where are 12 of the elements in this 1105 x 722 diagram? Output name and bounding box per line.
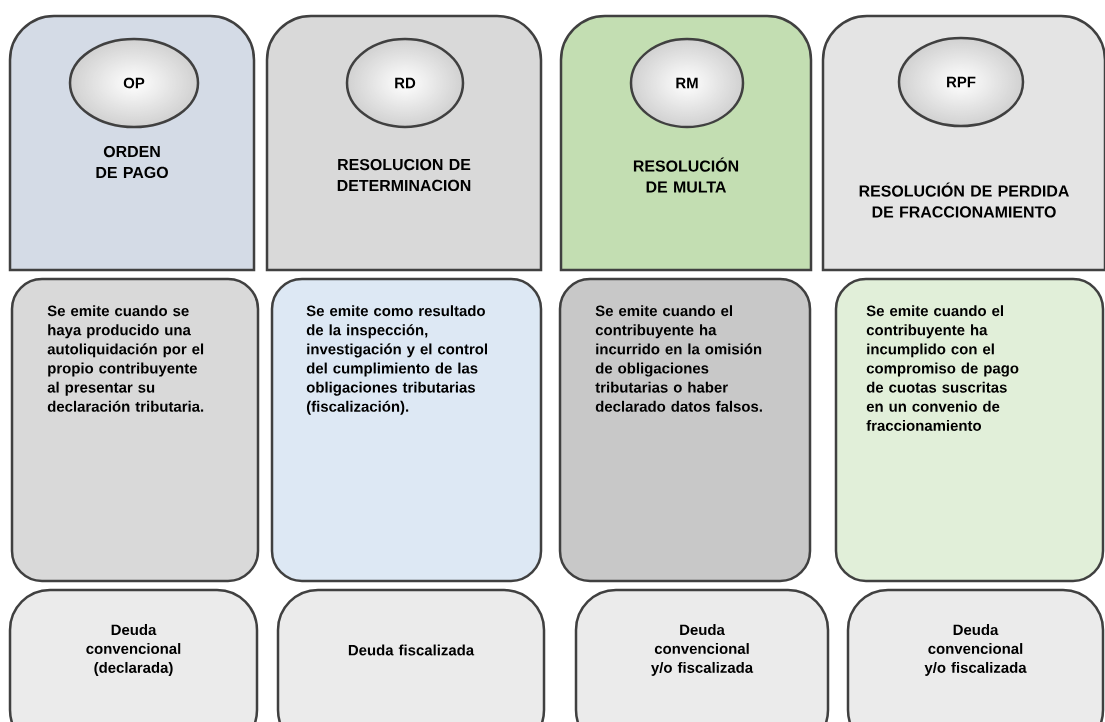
rounded-box: Deuda fiscalizada [276,588,546,722]
ellipse-badge: OP [68,37,200,129]
description-box: Se emite cuando el contribuyente ha incumplido con el compromiso de pago de cuotas suscritas en un convenio de fraccionamiento [834,277,1105,583]
rounded-box: Deuda convencional y/o fiscalizada [574,588,830,722]
ellipse-badge: RM [629,37,745,129]
description-box: Se emite cuando el contribuyente ha incurrido en la omisión de obligaciones tributarias o haber declarado datos falsos. [558,277,812,583]
ellipse-badge: RPF [897,36,1025,128]
description-box: Se emite cuando se haya producido una autoliquidación por el propio contribuyente al presentar su declaración tributaria. [10,277,260,583]
description-box: Se emite como resultado de la inspección, investigación y el control del cumplimiento de las obligaciones tributarias (fiscalización). [270,277,543,583]
rounded-box: Deuda convencional y/o fiscalizada [846,588,1105,722]
rounded-box: Deuda convencional (declarada) [8,588,259,722]
ellipse-badge: RD [345,37,465,129]
